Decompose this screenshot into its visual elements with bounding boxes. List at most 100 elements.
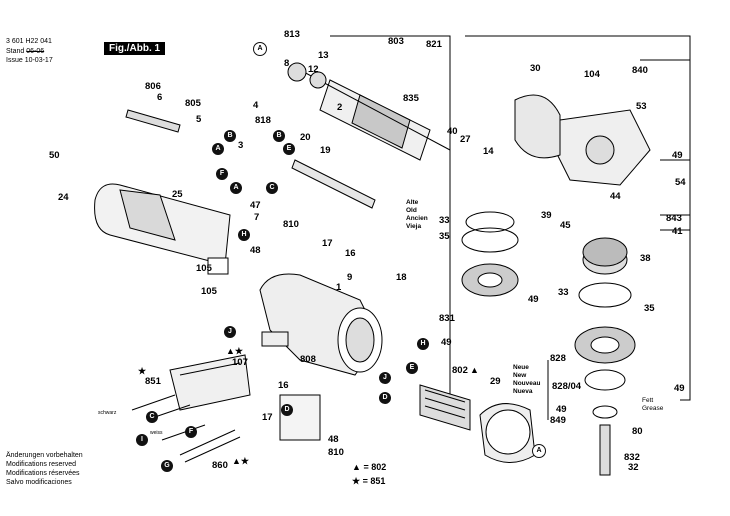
marker-802: ▲: [470, 365, 479, 375]
part-810-bottom: 810: [328, 447, 344, 458]
part-38: 38: [640, 253, 651, 264]
callout-A-3: A: [230, 182, 242, 194]
note-en: Modifications reserved: [6, 461, 77, 468]
part-4: 4: [253, 100, 259, 111]
old-fr: Ancien: [406, 215, 428, 222]
note-es: Salvo modificaciones: [6, 479, 72, 486]
part-810-top: 810: [283, 219, 299, 230]
label-new: Neue New Nouveau Nueva: [513, 364, 540, 396]
part-803: 803: [388, 36, 404, 47]
part-818: 818: [255, 115, 271, 126]
legend-851-symbol: ★: [352, 476, 361, 486]
part-49-right-a: 49: [674, 383, 685, 394]
bearing-13-b: [309, 71, 327, 89]
part-17-top: 17: [322, 238, 333, 249]
part-828: 828: [550, 353, 566, 364]
fig-label: Fig./Abb. 1: [104, 42, 166, 55]
part-3: 3: [238, 140, 244, 151]
part-20: 20: [300, 132, 311, 143]
part-851: 851: [145, 376, 161, 387]
doc-number: 3 601 H22 041: [6, 38, 52, 45]
part-806: 806: [145, 81, 161, 92]
part-41: 41: [672, 226, 683, 237]
part-5: 5: [196, 114, 202, 125]
part-48-bottom: 48: [328, 434, 339, 445]
part-40: 40: [447, 126, 458, 137]
callout-E-2: E: [406, 362, 418, 374]
callout-J-2: J: [379, 372, 391, 384]
callout-E-1: E: [283, 143, 295, 155]
part-19: 19: [320, 145, 331, 156]
part-849: 849: [550, 415, 566, 426]
callout-A-4: A: [532, 444, 546, 458]
callout-F-2: F: [185, 426, 197, 438]
gear-38: [582, 237, 628, 275]
stand-text: Stand: [6, 48, 25, 55]
callout-D-1: D: [281, 404, 293, 416]
part-24: 24: [58, 192, 69, 203]
bearing-13-a: [287, 62, 307, 82]
box-808: [261, 331, 289, 347]
part-49-old-b: 49: [441, 337, 452, 348]
note-fr: Modifications réservées: [6, 470, 80, 477]
legend-802-value: = 802: [363, 462, 387, 472]
legend-851: ★ = 851: [352, 476, 385, 487]
wires: [131, 394, 206, 441]
washer-80: [592, 405, 618, 419]
part-33-new: 33: [558, 287, 569, 298]
part-27: 27: [460, 134, 471, 145]
callout-A-1: A: [253, 42, 267, 56]
brush-806: [125, 109, 181, 133]
legend-851-value: = 851: [362, 476, 386, 486]
stand-date: 06-06: [26, 48, 45, 55]
notes: Änderungen vorbehalten Modifications res…: [6, 451, 83, 487]
part-105-a: 105: [196, 263, 212, 274]
flange-831: [461, 211, 519, 297]
old-de: Alte: [406, 199, 419, 206]
box-105: [207, 257, 229, 275]
part-25: 25: [172, 189, 183, 200]
marker-107: ▲★: [226, 346, 243, 356]
cable-860: [179, 429, 241, 463]
part-29: 29: [490, 376, 501, 387]
part-2: 2: [337, 102, 343, 113]
callout-C-1: C: [266, 182, 278, 194]
part-8: 8: [284, 58, 290, 69]
grease-de: Fett: [642, 397, 654, 404]
part-50: 50: [49, 150, 60, 161]
wire-label-black: schwarz: [98, 410, 117, 416]
callout-A-2: A: [212, 143, 224, 155]
part-831: 831: [439, 313, 455, 324]
part-49-right-b: 49: [672, 150, 683, 161]
part-802: 802: [452, 365, 468, 376]
part-49-new-a: 49: [556, 404, 567, 415]
part-14: 14: [483, 146, 494, 157]
part-39: 39: [541, 210, 552, 221]
part-53: 53: [636, 101, 647, 112]
callout-B-1: B: [224, 130, 236, 142]
part-105-b: 105: [201, 286, 217, 297]
flange-828: [574, 282, 636, 391]
part-80: 80: [632, 426, 643, 437]
callout-J-1: J: [224, 326, 236, 338]
part-44: 44: [610, 191, 621, 202]
callout-I-1: I: [136, 434, 148, 446]
marker-860: ▲★: [232, 456, 249, 466]
callout-H-2: H: [417, 338, 429, 350]
part-107: 107: [232, 357, 248, 368]
wire-label-white: weiss: [150, 430, 163, 436]
old-en: Old: [406, 207, 417, 214]
legend-802-symbol: ▲: [352, 462, 361, 472]
stand-label: Stand 06-06: [6, 47, 44, 56]
part-9: 9: [347, 272, 353, 283]
part-30: 30: [530, 63, 541, 74]
part-7: 7: [254, 212, 260, 223]
part-805: 805: [185, 98, 201, 109]
part-104: 104: [584, 69, 600, 80]
callout-B-2: B: [273, 130, 285, 142]
callout-H-1: H: [238, 229, 250, 241]
callout-F-1: F: [216, 168, 228, 180]
part-821: 821: [426, 39, 442, 50]
legend-802: ▲ = 802: [352, 462, 386, 472]
part-835: 835: [403, 93, 419, 104]
